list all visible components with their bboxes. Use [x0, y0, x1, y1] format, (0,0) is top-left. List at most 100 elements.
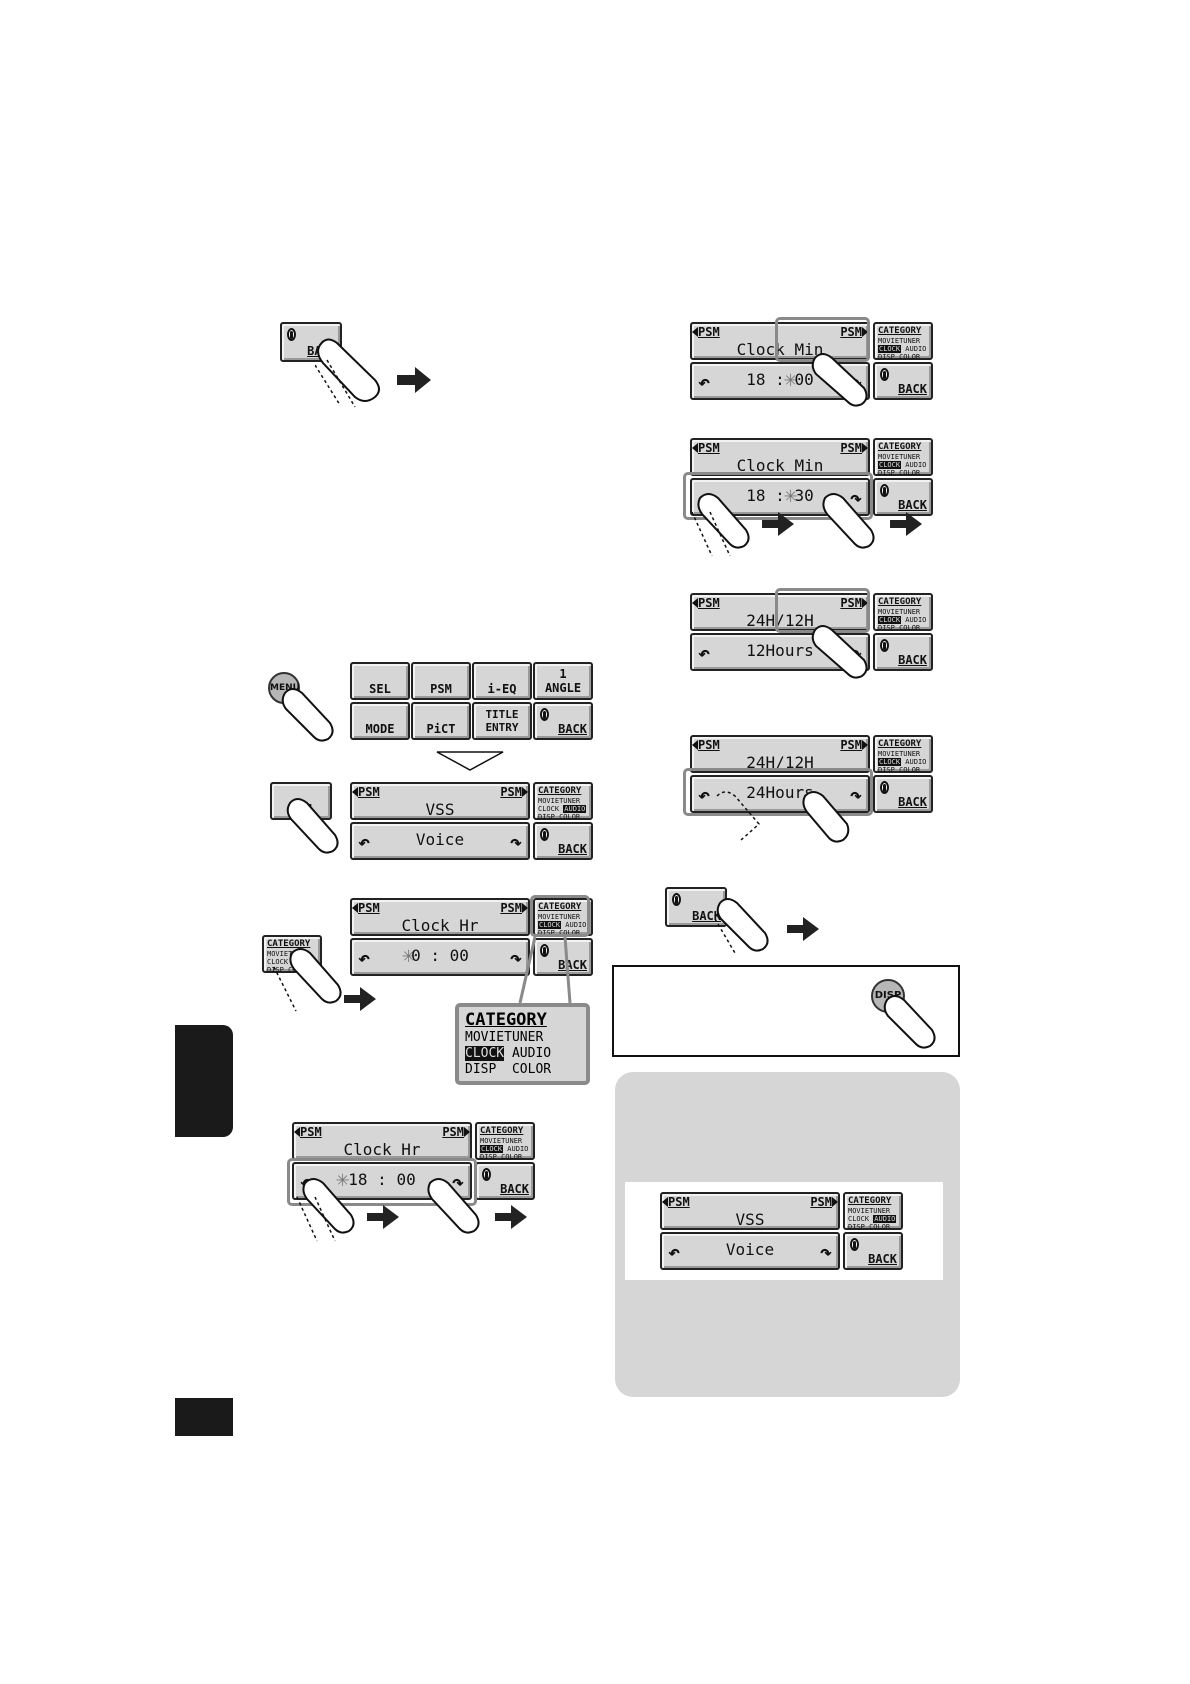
angle-button[interactable]: 1 ANGLE	[533, 662, 593, 700]
psm-left-label[interactable]: PSM	[300, 1125, 322, 1139]
psm-left-label[interactable]: PSM	[358, 901, 380, 915]
rotate-left-icon[interactable]: ↶	[358, 946, 371, 970]
knob-icon	[880, 368, 889, 381]
psm-right-label[interactable]: PSM	[840, 325, 862, 339]
back-button[interactable]: BACK	[873, 478, 933, 516]
back-button[interactable]: BACK	[843, 1232, 903, 1270]
setting-name: VSS	[735, 1210, 765, 1229]
rotate-left-icon[interactable]: ↶	[698, 370, 711, 394]
rotate-right-icon[interactable]: ↷	[509, 830, 522, 854]
triangle-left-icon	[294, 1127, 300, 1137]
back-button[interactable]: BACK	[533, 822, 593, 860]
back-button[interactable]: BACK	[873, 775, 933, 813]
cat-clock: CLOCK	[848, 1215, 870, 1223]
rotate-left-icon[interactable]: ↶	[668, 1240, 681, 1264]
setting-value: Voice	[415, 830, 465, 849]
lcd-top-row: PSM PSM 24H/12H	[690, 735, 870, 773]
category-button[interactable]: CATEGORY MOVIETUNER CLOCK AUDIO DISP COL…	[533, 782, 593, 821]
lcd-bottom-row[interactable]: ↶ ↷ 24Hours	[690, 775, 870, 813]
finger-press-icon	[286, 798, 339, 854]
psm-left-label[interactable]: PSM	[698, 441, 720, 455]
category-button[interactable]: CATEGORY MOVIETUNER CLOCK AUDIO DISP COL…	[475, 1122, 535, 1161]
setting-value: 18 : 00	[746, 370, 814, 389]
category-title: CATEGORY	[267, 939, 311, 949]
cat-clock: CLOCK	[267, 958, 289, 966]
sel-button[interactable]: SEL	[350, 662, 410, 700]
setting-name: 24H/12H	[746, 611, 814, 630]
category-button[interactable]: CATEGORY MOVIETUNER CLOCK AUDIO DISP COL…	[533, 898, 593, 937]
back-label: BACK	[898, 382, 927, 396]
back-label: BACK	[692, 909, 721, 923]
rotate-left-icon[interactable]: ↶	[698, 641, 711, 665]
rotate-left-icon[interactable]: ↶	[698, 783, 711, 807]
rotate-right-icon[interactable]: ↷	[451, 1170, 464, 1194]
rotate-left-icon[interactable]: ↶	[358, 830, 371, 854]
mode-button[interactable]: MODE	[350, 702, 410, 740]
rotate-right-icon[interactable]: ↷	[509, 946, 522, 970]
cat-color: COLOR	[899, 469, 921, 477]
pict-button[interactable]: PiCT	[411, 702, 471, 740]
rotate-right-icon[interactable]: ↷	[819, 1240, 832, 1264]
zoom-movie: MOVIE	[465, 1030, 505, 1045]
setting-value: 18 : 30	[746, 486, 814, 505]
triangle-left-icon	[352, 903, 358, 913]
cat-disp: DISP	[878, 353, 895, 361]
rotate-right-icon[interactable]: ↷	[849, 783, 862, 807]
lcd-top-row: PSM PSM 24H/12H	[690, 593, 870, 631]
lcd-top-row: PSM PSM VSS	[350, 782, 530, 820]
rotate-right-icon[interactable]: ↷	[849, 486, 862, 510]
cat-movie: MOVIE	[848, 1207, 870, 1215]
category-button[interactable]: CATEGORY MOVIETUNER CLOCK AUDIO DISP COL…	[843, 1192, 903, 1231]
ieq-button[interactable]: i-EQ	[472, 662, 532, 700]
triangle-right-icon	[464, 1127, 470, 1137]
category-button[interactable]: CATEGORY MOVIETUNER CLOCK AUDIO DISP COL…	[873, 593, 933, 632]
category-button[interactable]: CATEGORY MOVIETUNER CLOCK AUDIO DISP COL…	[873, 735, 933, 774]
psm-left-label[interactable]: PSM	[358, 785, 380, 799]
flash-burst-icon: ✳	[336, 1167, 350, 1192]
knob-icon	[287, 328, 296, 341]
cat-audio: AUDIO	[507, 1145, 529, 1153]
category-button[interactable]: CATEGORY MOVIETUNER CLOCK AUDIO DISP COL…	[873, 438, 933, 477]
zoom-audio: AUDIO	[511, 1046, 552, 1061]
back-button[interactable]: BACK	[873, 362, 933, 400]
cat-disp: DISP	[878, 624, 895, 632]
back-button[interactable]: BACK	[533, 702, 593, 740]
note-box: DISP	[612, 965, 960, 1057]
psm-left-label[interactable]: PSM	[698, 738, 720, 752]
cat-movie: MOVIE	[878, 608, 900, 616]
title-entry-button[interactable]: TITLE ENTRY	[472, 702, 532, 740]
psm-right-label[interactable]: PSM	[810, 1195, 832, 1209]
setting-name: 24H/12H	[746, 753, 814, 772]
lcd-screen-vss-inset: PSM PSM VSS ↶ ↷ Voice CATEGORY MOVIETUNE…	[660, 1192, 905, 1272]
psm-right-label[interactable]: PSM	[442, 1125, 464, 1139]
triangle-left-icon	[692, 327, 698, 337]
psm-left-label[interactable]: PSM	[698, 596, 720, 610]
back-button[interactable]: BACK	[475, 1162, 535, 1200]
lcd-bottom-row[interactable]: ↶ ↷ Voice	[350, 822, 530, 860]
psm-right-label[interactable]: PSM	[500, 901, 522, 915]
back-button[interactable]: BACK	[533, 938, 593, 976]
cat-audio: AUDIO	[905, 345, 927, 353]
flash-burst-icon: ✳	[784, 483, 798, 508]
cat-color: COLOR	[501, 1153, 523, 1161]
psm-left-label[interactable]: PSM	[668, 1195, 690, 1209]
category-title: CATEGORY	[878, 442, 922, 452]
psm-menu-button[interactable]: PSM	[411, 662, 471, 700]
cat-clock: CLOCK	[538, 805, 560, 813]
knob-icon	[672, 893, 681, 906]
lcd-bottom-row[interactable]: ↶ ↷ ✳ 0 : 00	[350, 938, 530, 976]
back-label: BACK	[898, 498, 927, 512]
cat-tuner: TUNER	[899, 337, 921, 345]
lcd-bottom-row[interactable]: ↶ ↷ Voice	[660, 1232, 840, 1270]
psm-left-label[interactable]: PSM	[698, 325, 720, 339]
triangle-right-icon	[522, 787, 528, 797]
psm-right-label[interactable]: PSM	[840, 441, 862, 455]
knob-icon	[482, 1168, 491, 1181]
psm-right-label[interactable]: PSM	[840, 738, 862, 752]
cat-movie: MOVIE	[878, 453, 900, 461]
knob-icon	[540, 944, 549, 957]
psm-right-label[interactable]: PSM	[500, 785, 522, 799]
psm-right-label[interactable]: PSM	[840, 596, 862, 610]
category-button[interactable]: CATEGORY MOVIETUNER CLOCK AUDIO DISP COL…	[873, 322, 933, 361]
back-button[interactable]: BACK	[873, 633, 933, 671]
